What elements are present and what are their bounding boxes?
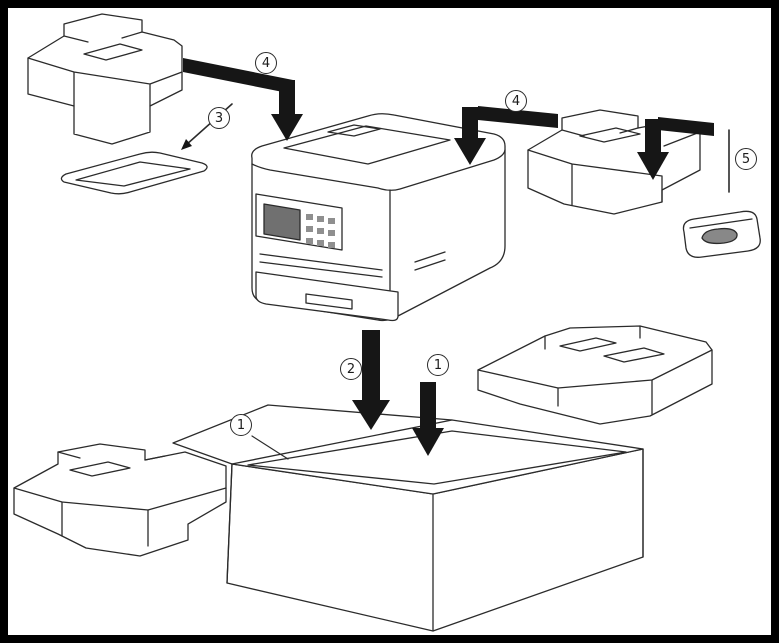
cardboard-box-illustration: [172, 404, 644, 632]
step-badge-3: 3: [208, 107, 230, 129]
step-badge-4-right: 4: [505, 90, 527, 112]
step2-arrow: [352, 330, 390, 430]
right-foam-arrow: [637, 117, 714, 180]
step1-left-leader-line: [251, 435, 289, 460]
packing-direction-arrows: [183, 58, 714, 456]
bottom-left-foam-illustration: [13, 443, 227, 557]
step4-right-arrow: [454, 106, 558, 165]
accessory-bag-illustration: [682, 210, 761, 258]
step-badge-5: 5: [735, 148, 757, 170]
tray-illustration: [60, 151, 208, 195]
step-badge-2: 2: [340, 358, 362, 380]
step1-mid-arrow: [412, 382, 444, 456]
step-badge-1-left: 1: [230, 414, 252, 436]
step-badge-4-left: 4: [255, 52, 277, 74]
step4-left-arrow: [183, 58, 303, 141]
top-left-foam-illustration: [27, 13, 183, 145]
step-badge-1-mid: 1: [427, 354, 449, 376]
bottom-right-foam-illustration: [477, 325, 713, 425]
printer-illustration: [251, 113, 506, 322]
